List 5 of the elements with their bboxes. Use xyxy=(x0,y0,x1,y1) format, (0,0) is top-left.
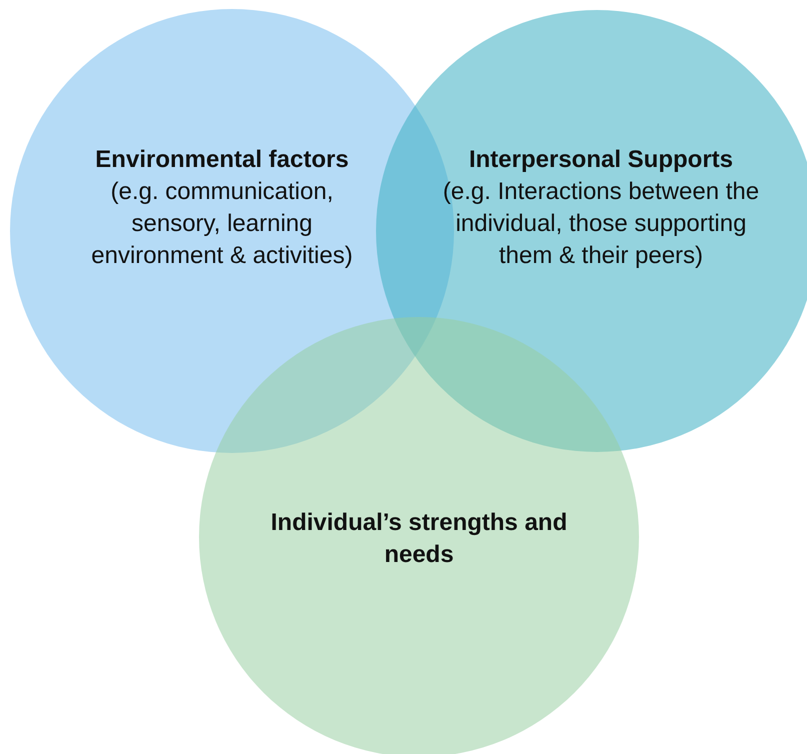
circle-heading: Interpersonal Supports xyxy=(468,145,734,175)
circle-heading: Individual’s strengths and needs xyxy=(270,508,568,570)
circle-heading: Environmental factors xyxy=(94,145,350,175)
circle-description: (e.g. Interactions between the individual, those supporting them & their peers) xyxy=(442,177,760,271)
circle-description: (e.g. communication, sensory, learning environment & activities) xyxy=(90,177,354,271)
